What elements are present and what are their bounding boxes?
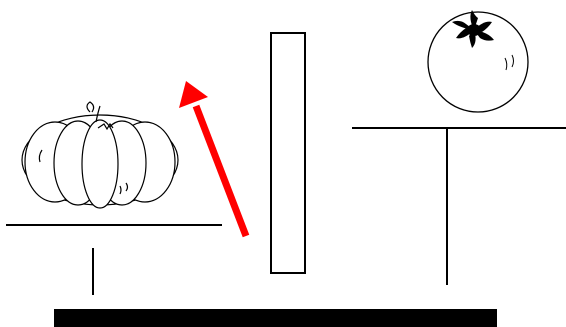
tomato-icon (427, 10, 529, 113)
left-shelf (6, 224, 222, 295)
vertical-board (270, 32, 306, 274)
ground-bar (54, 309, 497, 327)
motion-arrow (179, 81, 250, 238)
right-table (352, 127, 566, 285)
pumpkin-icon (21, 101, 179, 209)
